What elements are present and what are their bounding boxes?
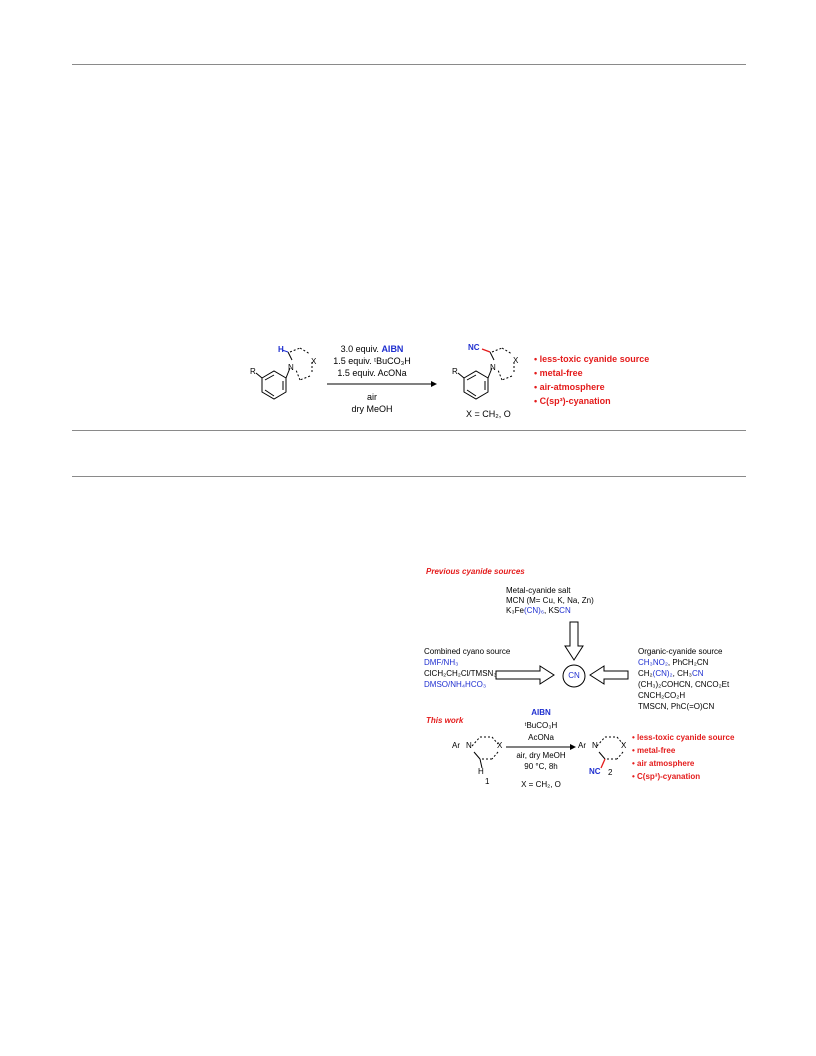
- organic-source-line-3: (CH₃)₂COHCN, CNCO₂Et: [638, 680, 730, 689]
- condition-reagent: AIBN: [531, 708, 551, 717]
- reagent-line-1: 3.0 equiv. AIBN: [340, 344, 404, 354]
- metal-salt-line-2: K₃Fe(CN)₆, KSCN: [506, 606, 571, 615]
- metal-salt-line-1: MCN (M= Cu, K, Na, Zn): [506, 596, 594, 605]
- reactant-h: H: [478, 767, 484, 776]
- reagent-line-5: dry MeOH: [351, 404, 393, 414]
- abstract-bottom-rule: [72, 430, 746, 431]
- substrate-structure: [255, 347, 313, 400]
- condition-line-4: air, dry MeOH: [516, 751, 566, 760]
- metal-salt-title: Metal-cyanide salt: [506, 586, 571, 595]
- cyanide-circle: [562, 664, 586, 688]
- organic-source-line-1: CH₃NO₂, PhCH₂CN: [638, 658, 709, 667]
- substrate-h-label: H: [278, 345, 284, 354]
- product-x-definition: X = CH₂, O: [466, 409, 511, 419]
- right-hollow-arrow: [495, 665, 555, 685]
- feature-item: • metal-free: [534, 368, 583, 378]
- previous-sources-title: Previous cyanide sources: [426, 567, 525, 576]
- reaction-arrow: [327, 381, 437, 387]
- feature-item: • C(sp³)-cyanation: [534, 396, 611, 406]
- organic-source-line-4: CNCH₂CO₂H: [638, 691, 686, 700]
- substrate-r-label: R: [250, 367, 256, 376]
- product-number: 2: [608, 768, 613, 777]
- feature-item: • less-toxic cyanide source: [632, 733, 735, 742]
- condition-x-definition: X = CH₂, O: [521, 780, 561, 789]
- organic-source-line-5: TMSCN, PhC(=O)CN: [638, 702, 715, 711]
- left-hollow-arrow: [589, 665, 629, 685]
- reagent-line-4: air: [366, 392, 378, 402]
- combined-source-line-2: ClCH₂CH₂Cl/TMSN₃: [424, 669, 497, 678]
- reactant-ar: Ar: [452, 741, 460, 750]
- down-hollow-arrow: [564, 621, 584, 661]
- condition-line-3: AcONa: [528, 733, 554, 742]
- combined-source-line-1: DMF/NH₃: [424, 658, 459, 667]
- feature-item: • air-atmosphere: [534, 382, 605, 392]
- reactant-ring: [471, 736, 499, 769]
- feature-item: • less-toxic cyanide source: [534, 354, 650, 364]
- reactant-x: X: [497, 741, 503, 750]
- section-rule: [72, 476, 746, 477]
- combined-source-title: Combined cyano source: [424, 647, 511, 656]
- condition-line-5: 90 °C, 8h: [524, 762, 558, 771]
- substrate-n-label: N: [288, 363, 294, 372]
- combined-source-line-3: DMSO/NH₄HCO₃: [424, 680, 487, 689]
- this-work-arrow: [506, 744, 576, 750]
- organic-source-line-2: CH₂(CN)₂, CH₃CN: [638, 669, 704, 678]
- feature-item: • C(sp³)-cyanation: [632, 772, 701, 781]
- reagent-line-2: 1.5 equiv. ᵗBuCO₃H: [333, 356, 411, 366]
- condition-line-2: ᵗBuCO₃H: [524, 721, 558, 730]
- this-work-title: This work: [426, 716, 464, 725]
- product-ar: Ar: [578, 741, 586, 750]
- reagent-line-3: 1.5 equiv. AcONa: [337, 368, 407, 378]
- reactant-number: 1: [485, 777, 490, 786]
- top-rule: [72, 64, 746, 65]
- product-n-label: N: [490, 363, 496, 372]
- product-nc-label: NC: [468, 343, 480, 352]
- product-ring: [596, 736, 624, 769]
- product-structure: [457, 347, 515, 400]
- substrate-x-label: X: [311, 357, 317, 366]
- product-n: N: [592, 741, 598, 750]
- feature-item: • metal-free: [632, 746, 676, 755]
- product-x-label: X: [513, 356, 519, 365]
- product-x: X: [621, 741, 627, 750]
- product-nc: NC: [589, 767, 601, 776]
- organic-source-title: Organic-cyanide source: [638, 647, 723, 656]
- feature-item: • air atmosphere: [632, 759, 695, 768]
- product-r-label: R: [452, 367, 458, 376]
- cyanide-center-label: CN: [568, 671, 580, 680]
- reactant-n: N: [466, 741, 472, 750]
